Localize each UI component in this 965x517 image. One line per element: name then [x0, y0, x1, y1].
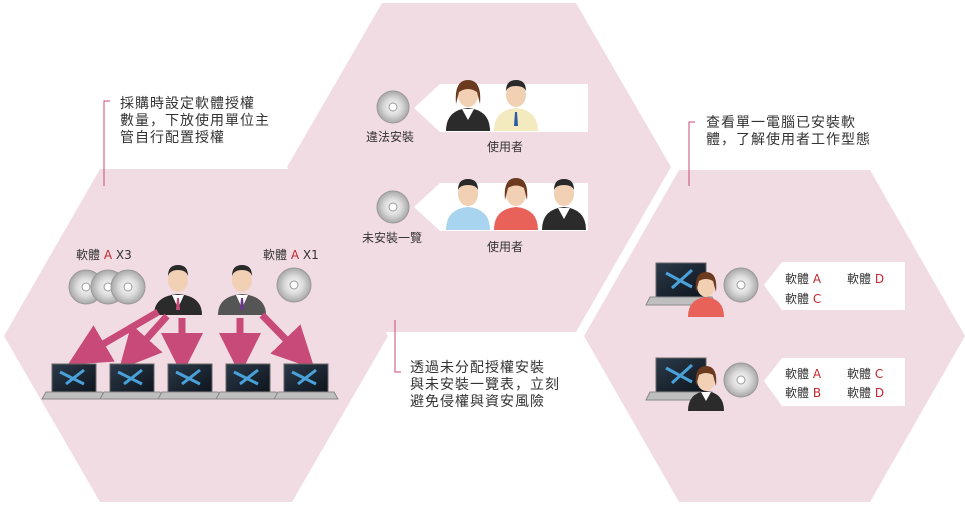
software-entry: 軟體 C: [785, 290, 821, 307]
manager-avatar-icon: [218, 265, 266, 315]
software-letter: A: [103, 248, 113, 262]
software-label: 軟體: [785, 292, 810, 306]
left-caption-line: 管自行配置授權: [120, 130, 225, 146]
cd-icon: [723, 267, 759, 303]
user-avatar-icon: [542, 179, 586, 230]
software-entry: 軟體 A: [785, 270, 821, 287]
software-a-x3-label: 軟體 A X3: [76, 246, 132, 263]
software-label: 軟體: [76, 248, 101, 262]
center-caption-line: 避免侵權與資安風險: [410, 394, 545, 410]
software-letter: C: [812, 292, 822, 306]
users-label: 使用者: [487, 240, 524, 254]
software-letter: D: [874, 272, 885, 286]
software-count: X3: [115, 248, 132, 262]
software-a-x1-label: 軟體 A X1: [263, 246, 319, 263]
cd-icon: [376, 90, 410, 124]
software-entry: 軟體 D: [847, 270, 884, 287]
user-avatar-icon: [446, 179, 490, 230]
left-caption-line: 採購時設定軟體授權: [120, 96, 255, 112]
distribution-arrows: [67, 308, 315, 375]
user-avatar-icon: [688, 272, 724, 317]
software-label: 軟體: [847, 386, 872, 400]
computer-1-panel: [764, 262, 905, 310]
laptop-icon: [157, 363, 223, 400]
hexagon-right: [584, 170, 965, 502]
cd-icon: [723, 362, 759, 398]
software-letter: A: [290, 248, 300, 262]
cd-icon: [376, 190, 410, 224]
software-entry: 軟體 C: [847, 365, 883, 382]
software-letter: B: [812, 386, 822, 400]
laptop-icon: [99, 363, 165, 400]
users-label: 使用者: [487, 140, 524, 154]
user-avatar-icon: [494, 80, 538, 131]
user-avatar-icon: [494, 178, 538, 230]
user-avatar-icon: [688, 366, 724, 411]
cd-icon: [110, 269, 146, 305]
arrow: [259, 312, 315, 370]
software-label: 軟體: [847, 367, 872, 381]
software-entry: 軟體 B: [785, 384, 821, 401]
software-label: 軟體: [785, 386, 810, 400]
laptop-icon: [215, 363, 281, 400]
software-letter: C: [874, 367, 884, 381]
left-caption: 採購時設定軟體授權 數量，下放使用單位主 管自行配置授權: [120, 96, 270, 147]
center-caption: 透過未分配授權安裝 與未安裝一覽表，立刻 避免侵權與資安風險: [410, 360, 560, 411]
laptop-icon: [273, 363, 339, 400]
arrow: [118, 313, 170, 370]
right-caption-line: 查看單一電腦已安裝軟: [706, 115, 856, 131]
user-avatar-icon: [446, 80, 490, 131]
manager-avatar-icon: [154, 265, 202, 315]
software-count: X1: [302, 248, 319, 262]
left-caption-line: 數量，下放使用單位主: [120, 113, 270, 129]
software-letter: A: [812, 367, 822, 381]
callout-line-left: [103, 100, 110, 186]
illegal-install-label: 違法安裝: [366, 130, 415, 144]
software-letter: D: [874, 386, 885, 400]
software-label: 軟體: [785, 272, 810, 286]
right-caption-line: 體，了解使用者工作型態: [706, 132, 871, 148]
callout-line-center: [394, 320, 401, 373]
laptop-icon: [41, 363, 107, 400]
software-entry: 軟體 D: [847, 384, 884, 401]
callout-line-right: [688, 121, 695, 186]
software-letter: A: [812, 272, 822, 286]
software-label: 軟體: [263, 248, 288, 262]
center-caption-line: 與未安裝一覽表，立刻: [410, 377, 560, 393]
software-entry: 軟體 A: [785, 365, 821, 382]
right-caption: 查看單一電腦已安裝軟 體，了解使用者工作型態: [706, 115, 871, 149]
uninstalled-list-label: 未安裝一覽: [362, 231, 423, 245]
software-label: 軟體: [785, 367, 810, 381]
software-label: 軟體: [847, 272, 872, 286]
computer-2-panel: [764, 358, 905, 406]
center-caption-line: 透過未分配授權安裝: [410, 360, 545, 376]
cd-icon: [276, 267, 312, 303]
